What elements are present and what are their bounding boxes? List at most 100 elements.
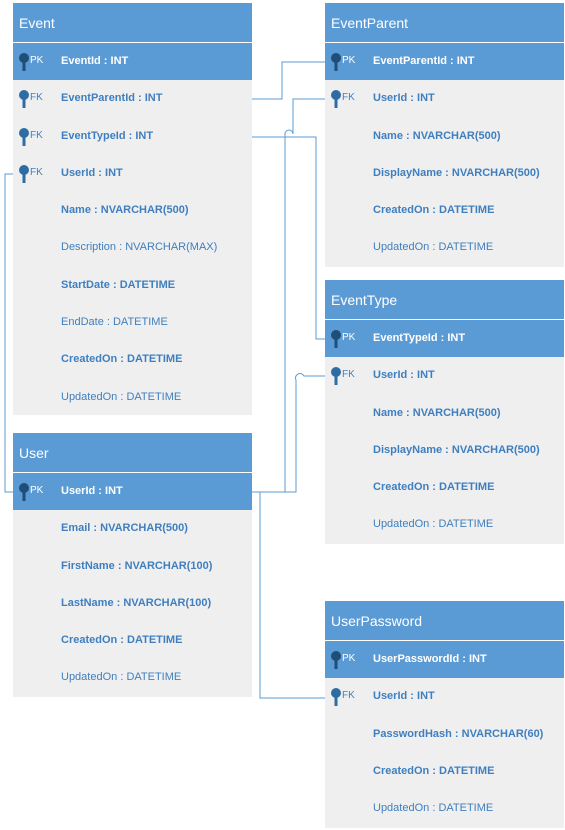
field-type: NVARCHAR(100): [123, 596, 212, 609]
field-name: UpdatedOn: [61, 390, 118, 403]
table-row[interactable]: EndDate : DATETIME: [13, 304, 252, 341]
key-type-label: FK: [30, 166, 43, 178]
table-row[interactable]: Description : NVARCHAR(MAX): [13, 229, 252, 266]
field-label: UserId : INT: [61, 485, 123, 497]
field-name: UpdatedOn: [373, 802, 430, 815]
table-row[interactable]: UpdatedOn : DATETIME: [13, 659, 252, 696]
table-row[interactable]: LastName : NVARCHAR(100): [13, 585, 252, 622]
table-row[interactable]: PasswordHash : NVARCHAR(60): [325, 716, 564, 753]
field-type: INT: [417, 92, 435, 105]
field-label: Name : NVARCHAR(500): [373, 406, 501, 419]
table-row[interactable]: PK EventTypeId : INT: [325, 320, 564, 358]
table-row[interactable]: FirstName : NVARCHAR(100): [13, 548, 252, 585]
table-row[interactable]: DisplayName : NVARCHAR(500): [325, 155, 564, 192]
field-label: FirstName : NVARCHAR(100): [61, 559, 213, 572]
table-row[interactable]: Name : NVARCHAR(500): [325, 118, 564, 155]
table-user[interactable]: User PK UserId : INT Email : NVARCHAR(500)…: [13, 433, 252, 697]
field-name: Email: [61, 522, 91, 535]
table-row[interactable]: CreatedOn : DATETIME: [13, 622, 252, 659]
table-row[interactable]: UpdatedOn : DATETIME: [325, 506, 564, 543]
field-label: UserId : INT: [61, 166, 123, 179]
field-label: Name : NVARCHAR(500): [61, 204, 189, 217]
field-name: StartDate: [61, 278, 110, 291]
table-row[interactable]: UpdatedOn : DATETIME: [325, 790, 564, 827]
key-icon: [329, 52, 343, 72]
field-label: UpdatedOn : DATETIME: [61, 390, 182, 403]
field-label: UserPasswordId : INT: [373, 653, 487, 665]
key-icon: [17, 52, 31, 72]
field-type: DATETIME: [439, 481, 495, 494]
field-label: DisplayName : NVARCHAR(500): [373, 443, 540, 456]
field-name: Name: [61, 204, 91, 217]
field-name: EventTypeId: [373, 332, 438, 344]
field-label: CreatedOn : DATETIME: [61, 634, 183, 647]
field-name: CreatedOn: [373, 764, 430, 777]
field-name: EventId: [61, 55, 101, 67]
field-label: EventId : INT: [61, 55, 129, 67]
table-row[interactable]: CreatedOn : DATETIME: [325, 469, 564, 506]
rel-event-eventparent: [252, 61, 325, 100]
key-icon: [329, 329, 343, 349]
field-name: UserId: [61, 485, 96, 497]
table-row[interactable]: DisplayName : NVARCHAR(500): [325, 432, 564, 469]
field-name: PasswordHash: [373, 727, 452, 740]
table-row[interactable]: Email : NVARCHAR(500): [13, 510, 252, 547]
key-type-label: PK: [30, 485, 44, 496]
field-type: NVARCHAR(60): [461, 727, 544, 740]
field-label: CreatedOn : DATETIME: [373, 481, 495, 494]
field-label: UpdatedOn : DATETIME: [61, 671, 182, 684]
field-name: UpdatedOn: [61, 671, 118, 684]
field-name: UpdatedOn: [373, 518, 430, 531]
field-label: CreatedOn : DATETIME: [61, 353, 183, 366]
table-row[interactable]: FK UserId : INT: [13, 155, 252, 192]
field-type: INT: [135, 129, 154, 142]
field-type: NVARCHAR(MAX): [125, 241, 218, 254]
key-icon: [329, 89, 343, 109]
field-type: INT: [110, 55, 129, 67]
field-name: EndDate: [61, 316, 104, 329]
key-type-label: PK: [342, 653, 356, 664]
field-name: EventParentId: [61, 92, 135, 105]
table-row[interactable]: CreatedOn : DATETIME: [325, 753, 564, 790]
table-row[interactable]: UpdatedOn : DATETIME: [325, 229, 564, 266]
table-user-title: User: [13, 433, 252, 473]
key-type-label: PK: [342, 332, 356, 343]
field-name: EventParentId: [373, 55, 447, 67]
table-row[interactable]: PK EventId : INT: [13, 43, 252, 81]
key-icon: [17, 482, 31, 502]
table-row[interactable]: PK UserPasswordId : INT: [325, 641, 564, 679]
field-type: DATETIME: [126, 390, 182, 403]
field-type: DATETIME: [127, 634, 183, 647]
key-type-label: FK: [342, 690, 355, 702]
field-name: CreatedOn: [373, 204, 430, 217]
field-name: UserId: [373, 369, 408, 382]
table-row[interactable]: CreatedOn : DATETIME: [13, 341, 252, 378]
field-label: EventTypeId : INT: [373, 332, 466, 344]
field-type: INT: [447, 332, 466, 344]
field-name: Name: [373, 129, 403, 142]
table-row[interactable]: CreatedOn : DATETIME: [325, 192, 564, 229]
rel-user-userpassword: [252, 491, 325, 699]
key-type-label: PK: [30, 55, 44, 66]
field-type: NVARCHAR(500): [412, 406, 501, 419]
field-label: UpdatedOn : DATETIME: [373, 518, 494, 531]
field-name: DisplayName: [373, 443, 443, 456]
table-row[interactable]: StartDate : DATETIME: [13, 267, 252, 304]
table-row[interactable]: Name : NVARCHAR(500): [13, 192, 252, 229]
field-type: DATETIME: [439, 764, 495, 777]
table-row[interactable]: UpdatedOn : DATETIME: [13, 379, 252, 416]
field-type: DATETIME: [438, 802, 494, 815]
table-row[interactable]: PK UserId : INT: [13, 473, 252, 511]
table-row[interactable]: Name : NVARCHAR(500): [325, 395, 564, 432]
field-type: INT: [456, 55, 475, 67]
